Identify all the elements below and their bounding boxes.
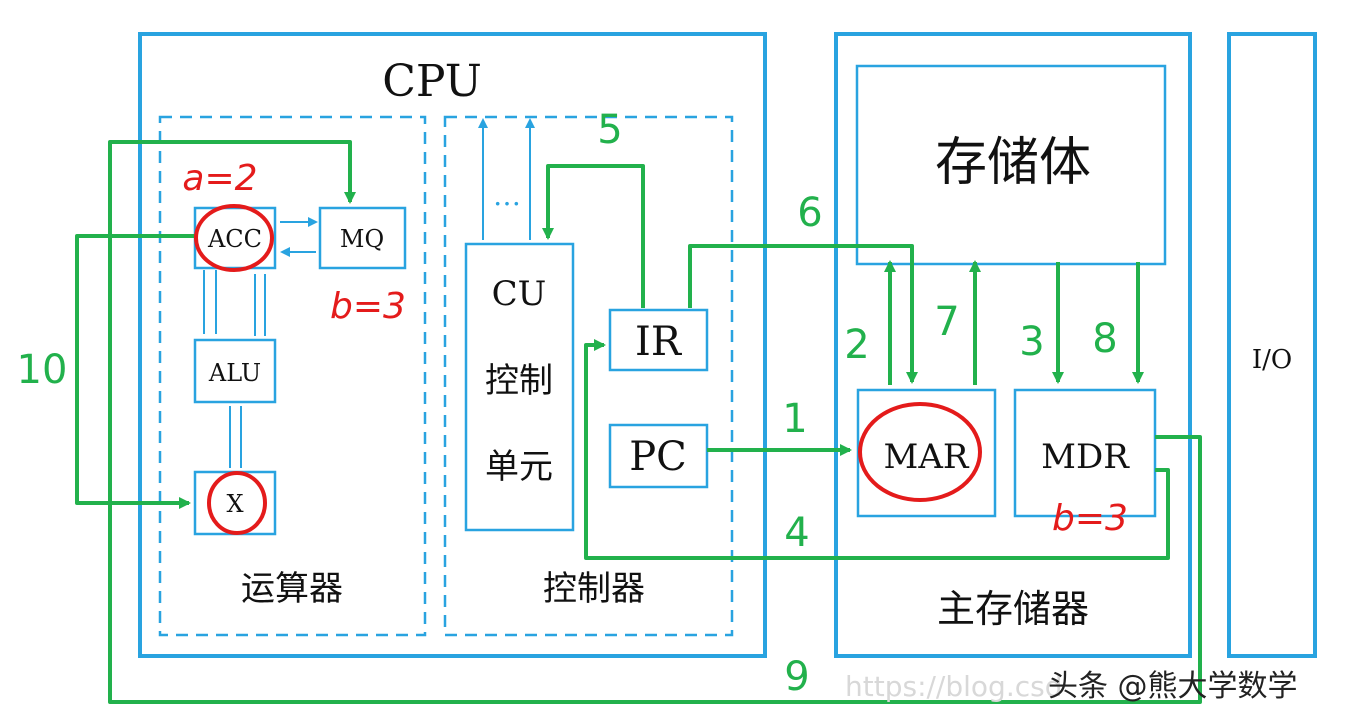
- cu-label: CU: [492, 274, 547, 314]
- storage-body-label: 存储体: [935, 133, 1091, 193]
- cu-line3: 单元: [485, 447, 553, 487]
- storage-body-box: [855, 64, 1167, 266]
- flow-lines: [75, 140, 1202, 704]
- control-unit-label: 控制器: [543, 569, 645, 609]
- step-1: 1: [782, 396, 807, 442]
- internal-paths: [203, 118, 535, 468]
- mar-register: [856, 388, 997, 518]
- main-memory-frame: [834, 32, 1192, 658]
- alu-unit-label: 运算器: [241, 569, 343, 609]
- x-label: X: [226, 490, 243, 518]
- acc-label: ACC: [207, 225, 262, 253]
- mar-label: MAR: [884, 437, 970, 477]
- flow-4: [584, 339, 1170, 560]
- x-circle: [207, 471, 267, 535]
- mq-register: [318, 206, 407, 270]
- alu-box: [193, 338, 277, 404]
- annotation-b-eq-3-mq: b=3: [330, 286, 406, 327]
- step-3: 3: [1019, 319, 1044, 365]
- control-unit-group: [443, 115, 734, 637]
- alu-label: ALU: [208, 359, 261, 387]
- pc-register: [608, 423, 709, 489]
- cu-line2: 控制: [485, 361, 553, 401]
- io-label: I/O: [1252, 345, 1292, 375]
- step-6: 6: [797, 190, 822, 236]
- cpu-title: CPU: [382, 56, 482, 107]
- step-8: 8: [1092, 316, 1117, 362]
- step-4: 4: [784, 510, 809, 556]
- cpu-frame: [138, 32, 767, 658]
- step-9: 9: [784, 654, 809, 700]
- mq-label: MQ: [340, 225, 384, 253]
- annotation-b-eq-3-mdr: b=3: [1052, 498, 1128, 539]
- mdr-label: MDR: [1041, 437, 1130, 477]
- watermark-brand: 头条 @熊大学数学: [1048, 669, 1298, 704]
- flow-10: [75, 234, 195, 509]
- flow-9: [108, 140, 1202, 704]
- acc-circle: [194, 204, 274, 272]
- step-7: 7: [934, 299, 959, 345]
- step-5: 5: [597, 107, 622, 153]
- mar-circle: [858, 402, 982, 502]
- watermark-url: https://blog.csd: [845, 670, 1062, 703]
- step-10: 10: [17, 347, 68, 393]
- cu-dots: …: [493, 179, 521, 212]
- red-annotations: [194, 204, 982, 535]
- mdr-register: [1013, 388, 1157, 518]
- pc-label: PC: [629, 434, 687, 480]
- memory-label: 主存储器: [937, 587, 1089, 631]
- cu-box: [464, 242, 575, 532]
- flow-5: [542, 164, 645, 308]
- step-2: 2: [844, 322, 869, 368]
- ir-label: IR: [635, 319, 683, 365]
- annotation-a-eq-2: a=2: [182, 158, 257, 199]
- io-frame: [1227, 32, 1317, 658]
- flow-6: [688, 244, 918, 384]
- alu-unit-group: [158, 115, 427, 637]
- ir-register: [608, 308, 709, 372]
